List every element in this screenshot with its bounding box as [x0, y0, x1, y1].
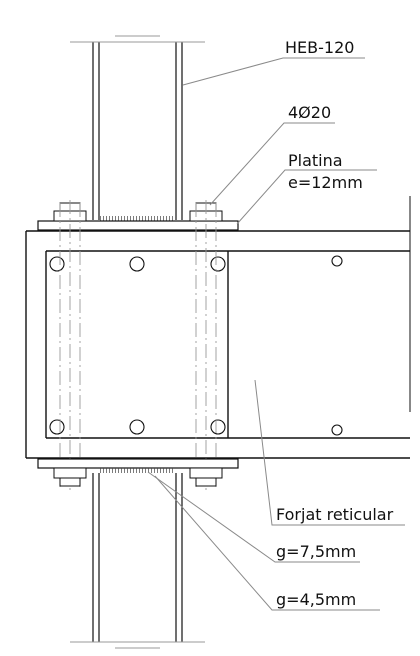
- rebars: [49, 255, 343, 436]
- plate-thickness-label: e=12mm: [288, 173, 363, 192]
- lower-column: [70, 473, 205, 649]
- upper-plate: [37, 220, 239, 231]
- leader-lines: [147, 57, 405, 611]
- weld-large-label: g=7,5mm: [276, 542, 357, 561]
- lower-plate: [37, 458, 239, 469]
- lower-bolt-right: [189, 467, 223, 487]
- slab-label: Forjat reticular: [276, 505, 394, 524]
- lower-weld: [100, 468, 175, 473]
- upper-column: [70, 35, 205, 220]
- hidden-bolt-lines: [59, 200, 217, 490]
- profile-label: HEB-120: [285, 38, 355, 57]
- lower-bolt-left: [53, 467, 87, 487]
- bolts-label: 4Ø20: [288, 103, 332, 122]
- slab-outline: [25, 230, 410, 459]
- upper-weld: [100, 216, 175, 221]
- plate-name-label: Platina: [288, 151, 343, 170]
- weld-small-label: g=4,5mm: [276, 590, 357, 609]
